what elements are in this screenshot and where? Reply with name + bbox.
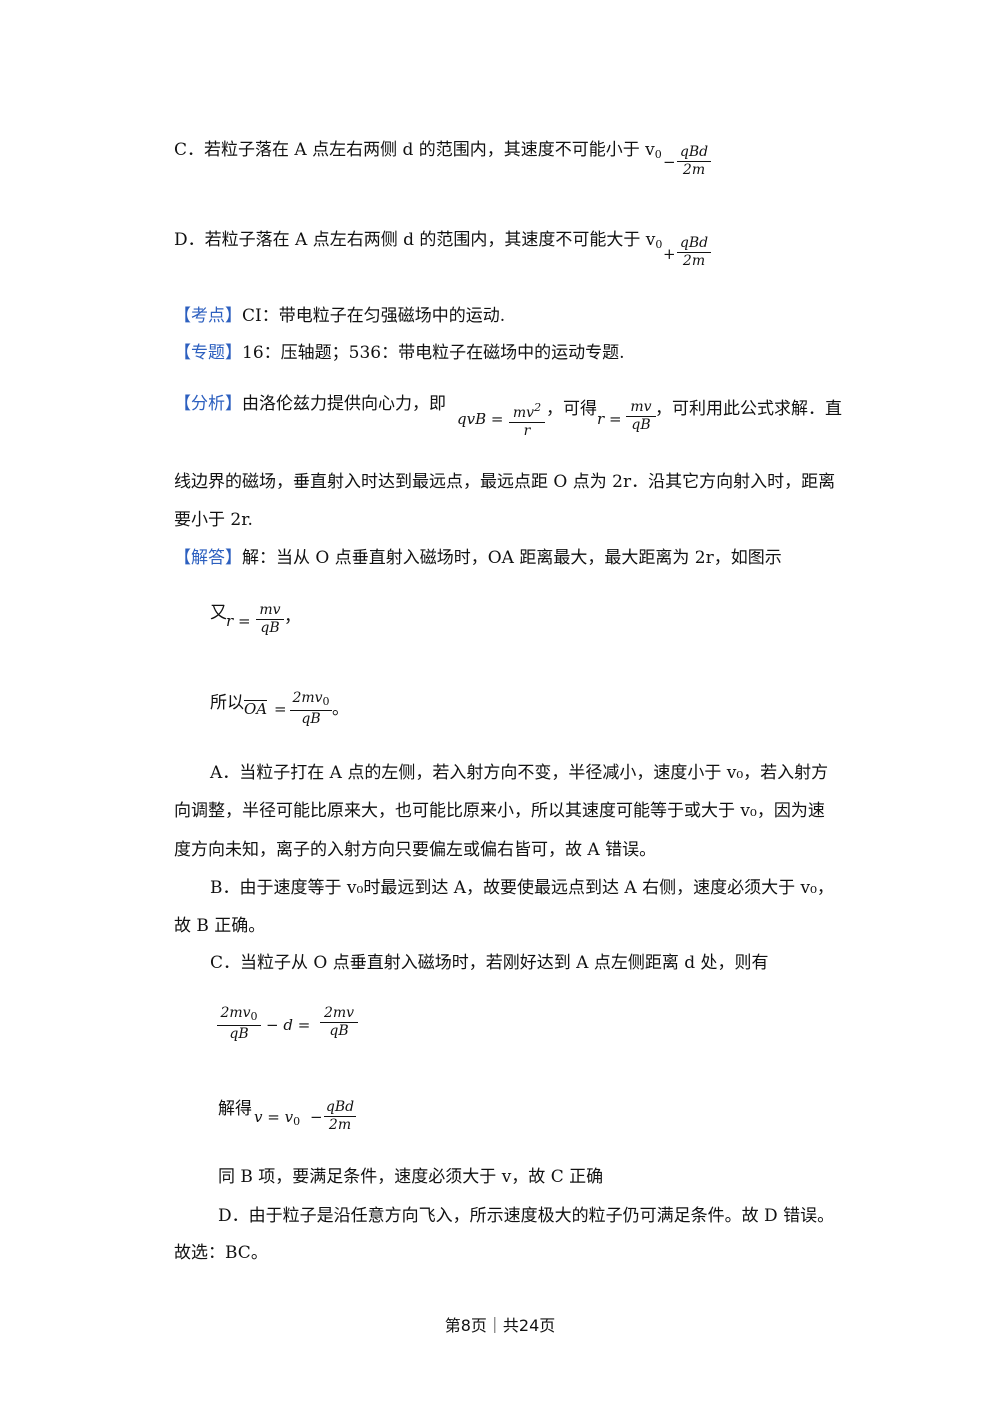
you-tail: ， bbox=[284, 607, 301, 627]
zhuanti-text: 16：压轴题；536：带电粒子在磁场中的运动专题. bbox=[242, 343, 625, 363]
eq4-operator: − bbox=[310, 1108, 323, 1126]
fenxi-text2: ，可得 bbox=[546, 399, 597, 419]
fenxi-eq2-lhs: r = bbox=[597, 410, 622, 428]
analysis-a-line-1: A．当粒子打在 A 点的左侧，若入射方向不变，半径减小，速度小于 v₀，若入射方 bbox=[210, 763, 829, 783]
fenxi-line-3: 要小于 2r. bbox=[174, 510, 253, 530]
oa-equals: = bbox=[274, 700, 287, 718]
kaodian-tag: 【考点】 bbox=[174, 306, 242, 326]
fenxi-eq1-lhs: qvB = bbox=[457, 410, 504, 428]
option-c: C．若粒子落在 A 点左右两侧 d 的范围内，其速度不可能小于 v0 bbox=[174, 140, 662, 161]
analysis-a-line-2: 向调整，半径可能比原来大，也可能比原来小，所以其速度可能等于或大于 v₀，因为速 bbox=[174, 801, 825, 821]
eq4-lhs: v = v0 bbox=[254, 1108, 301, 1128]
analysis-a-line-3: 度方向未知，离子的入射方向只要偏左或偏右皆可，故 A 错误。 bbox=[174, 840, 657, 860]
page-footer: 第8页｜共24页 bbox=[444, 1316, 556, 1335]
you-text: 又 bbox=[210, 603, 227, 623]
kaodian-text: CI：带电粒子在匀强磁场中的运动. bbox=[242, 306, 506, 326]
fenxi-tag: 【分析】 bbox=[174, 394, 242, 414]
jieda-tag: 【解答】 bbox=[174, 548, 242, 568]
option-d-operator: + bbox=[663, 245, 676, 263]
zhuanti-tag: 【专题】 bbox=[174, 343, 242, 363]
analysis-c-line-1: C．当粒子从 O 点垂直射入磁场时，若刚好达到 A 点左侧距离 d 处，则有 bbox=[210, 953, 769, 973]
fenxi-line-1: 【分析】由洛伦兹力提供向心力，即 bbox=[174, 394, 446, 414]
option-c-text: C．若粒子落在 A 点左右两侧 d 的范围内，其速度不可能小于 v bbox=[174, 140, 655, 160]
jieda-line-1: 【解答】解：当从 O 点垂直射入磁场时，OA 距离最大，最大距离为 2r，如图示 bbox=[174, 548, 782, 568]
you-eq-lhs: r = bbox=[226, 612, 251, 630]
analysis-b-line-2: 故 B 正确。 bbox=[174, 916, 266, 936]
suoyi-text: 所以 bbox=[210, 693, 244, 713]
kaodian-line: 【考点】CI：带电粒子在匀强磁场中的运动. bbox=[174, 306, 505, 326]
analysis-c-line-2: 同 B 项，要满足条件，速度必须大于 v，故 C 正确 bbox=[218, 1167, 604, 1187]
oa-lhs: OA bbox=[244, 700, 268, 718]
eq3-middle: − d = bbox=[266, 1016, 311, 1034]
analysis-d-line-1: D．由于粒子是沿任意方向飞入，所示速度极大的粒子仍可满足条件。故 D 错误。 bbox=[218, 1206, 835, 1226]
jiede-text: 解得 bbox=[218, 1099, 252, 1119]
fenxi-line-2: 线边界的磁场，垂直射入时达到最远点，最远点距 O 点为 2r．沿其它方向射入时，… bbox=[174, 472, 836, 492]
option-c-operator: − bbox=[663, 153, 676, 171]
option-d-text: D．若粒子落在 A 点左右两侧 d 的范围内，其速度不可能大于 v bbox=[174, 230, 656, 250]
oa-tail: 。 bbox=[332, 699, 349, 719]
fenxi-text3: ，可利用此公式求解．直 bbox=[655, 399, 842, 419]
answer-line: 故选：BC。 bbox=[174, 1243, 268, 1263]
analysis-b-line-1: B．由于速度等于 v₀时最远到达 A，故要使最远点到达 A 右侧，速度必须大于 … bbox=[210, 878, 834, 898]
zhuanti-line: 【专题】16：压轴题；536：带电粒子在磁场中的运动专题. bbox=[174, 343, 624, 363]
option-d: D．若粒子落在 A 点左右两侧 d 的范围内，其速度不可能大于 v0 bbox=[174, 230, 663, 251]
